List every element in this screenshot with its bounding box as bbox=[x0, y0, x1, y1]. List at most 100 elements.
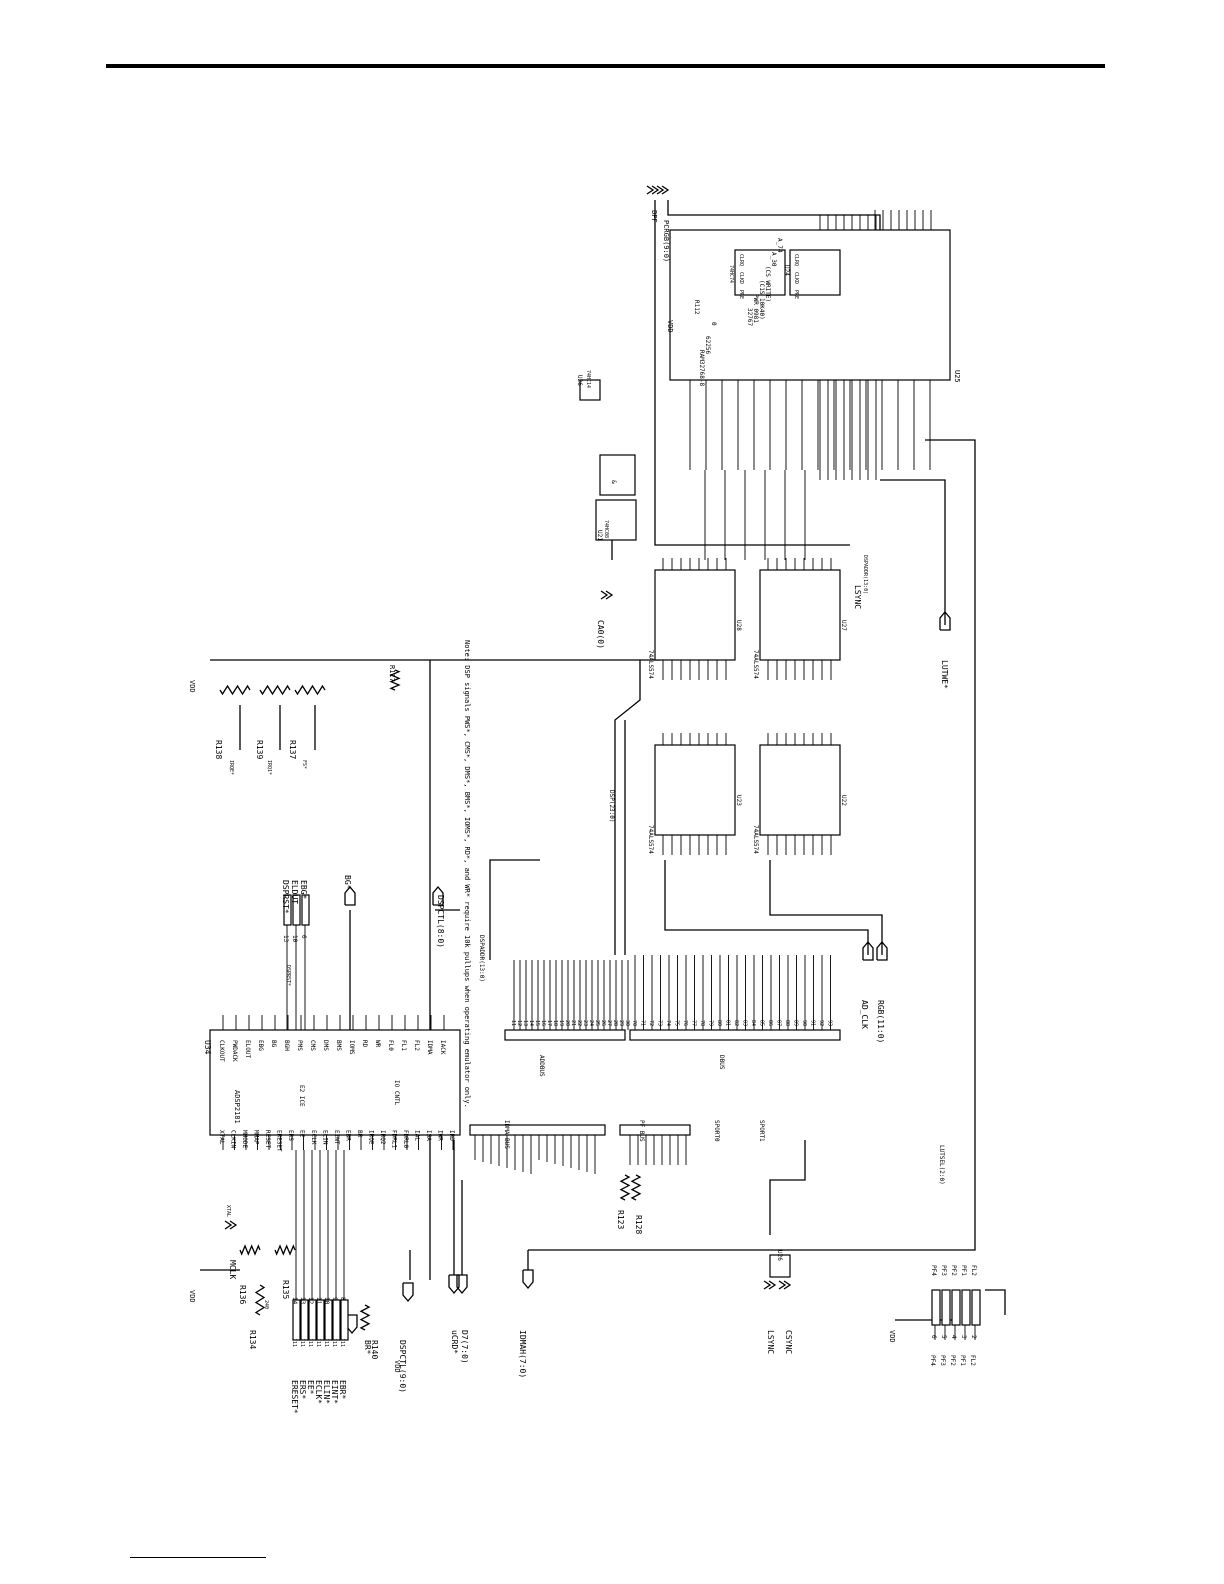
addr-pin: 25 bbox=[594, 1020, 600, 1026]
idmah-return bbox=[528, 439, 976, 1251]
sram-text: PWR 0981 bbox=[752, 294, 759, 323]
wire bbox=[769, 1140, 806, 1235]
conn-bottom-label: FL2 bbox=[970, 1265, 977, 1276]
dsp-block-e2ice: E2 ICE bbox=[298, 1085, 305, 1107]
data-pin: 88 bbox=[784, 1020, 790, 1026]
dsp-pin-left: MMAP bbox=[253, 1130, 260, 1145]
dspctl-label: DSPCTL(8:0) bbox=[436, 895, 445, 948]
ff-pin: PRE bbox=[793, 290, 799, 299]
idmah-label: IDMAH(7:0) bbox=[518, 1330, 527, 1378]
conn-bottom-label: PF4 bbox=[929, 1355, 936, 1366]
conn-ref: J11 bbox=[331, 1338, 337, 1347]
ucrd-label: uCRD* bbox=[450, 1330, 459, 1354]
bpf-arrow bbox=[651, 185, 660, 195]
connector-j11-pin bbox=[308, 1299, 317, 1341]
connector-j19-pin bbox=[931, 1289, 941, 1326]
resistor-r138 bbox=[219, 684, 251, 696]
conn-pin: 10 bbox=[291, 935, 298, 943]
data-pin: 82 bbox=[733, 1020, 739, 1026]
wire bbox=[664, 860, 869, 955]
res-value: 240 bbox=[263, 1300, 269, 1309]
irqe-label: IRQE* bbox=[228, 760, 234, 775]
addr-pin: 22 bbox=[576, 1020, 582, 1026]
gate-ref: U26 bbox=[776, 1250, 783, 1261]
res-ref: R117 bbox=[388, 665, 396, 682]
dsp-block-iocntl: IO CNTL bbox=[393, 1080, 400, 1106]
note-text: Note: DSP signals PWS*, CMS*, DMS*, BMS*… bbox=[463, 640, 471, 1108]
data-pin: 80 bbox=[716, 1020, 722, 1026]
res-ref: R138 bbox=[214, 740, 223, 759]
footer-rule bbox=[130, 1557, 266, 1558]
addr-pin: 29 bbox=[618, 1020, 624, 1026]
dsp-pin-right: CMS bbox=[309, 1040, 316, 1051]
sram-ref: U25 bbox=[953, 370, 961, 383]
data-pin: 86 bbox=[767, 1020, 773, 1026]
dsp-pin-right: BMS bbox=[335, 1040, 342, 1051]
rgb-label: RGB(11:0) bbox=[876, 1000, 885, 1043]
data-pin: 75 bbox=[674, 1020, 680, 1026]
conn-pin: 4 bbox=[950, 1335, 957, 1339]
resistor-r136 bbox=[239, 1244, 261, 1256]
conn-pin: 11 bbox=[315, 1297, 322, 1305]
dspctl9-label: DSPCTL(9:0) bbox=[398, 1340, 407, 1393]
conn-top-label: DSPRST* bbox=[281, 880, 290, 914]
pcrgb-arrow bbox=[661, 185, 670, 195]
conn-bottom-label: PF1 bbox=[960, 1265, 967, 1276]
addr-pin: 19 bbox=[558, 1020, 564, 1026]
data-pin: 87 bbox=[776, 1020, 782, 1026]
data-pin: 73 bbox=[657, 1020, 663, 1026]
gate-ref: U21 bbox=[596, 530, 603, 541]
addr-pin: 26 bbox=[600, 1020, 606, 1026]
mclk-arrow bbox=[229, 1220, 238, 1230]
vdd-label: VDD bbox=[888, 1330, 896, 1343]
conn-pin: 6 bbox=[300, 935, 307, 939]
connector-j11-pin bbox=[300, 1299, 309, 1341]
ff-u24a bbox=[734, 249, 786, 296]
conn-left-label: EINT* bbox=[330, 1380, 339, 1404]
dsp-pin-right: ELOUT bbox=[244, 1040, 251, 1058]
data-pin: 83 bbox=[742, 1020, 748, 1026]
ff-pin: Q bbox=[793, 263, 799, 266]
dspctl-flag bbox=[432, 885, 444, 906]
parts-layer bbox=[209, 229, 981, 1341]
dsp-pin-left: IAL bbox=[414, 1130, 421, 1141]
dsp-pin-right: BG bbox=[270, 1040, 277, 1048]
gate-u21b bbox=[599, 454, 636, 496]
addr-pin: 30 bbox=[624, 1020, 630, 1026]
gate-part: 74HC14 bbox=[585, 370, 591, 388]
dsp-pin-right: DMS bbox=[322, 1040, 329, 1051]
sram-text: A_74 bbox=[776, 238, 783, 253]
ff-part: 74HC74 bbox=[728, 265, 734, 283]
irq2-label: IRQ1* bbox=[266, 760, 272, 775]
dsp-pin-left: MMODE bbox=[241, 1130, 248, 1148]
addr-pin: 27 bbox=[606, 1020, 612, 1026]
idma-bus-block bbox=[469, 1124, 606, 1136]
connector-j11-pin bbox=[292, 1299, 301, 1341]
conn-left-label: ELIN* bbox=[322, 1380, 331, 1404]
latch-ref: U27 bbox=[840, 620, 847, 631]
dsp-pin-left: IWR bbox=[437, 1130, 444, 1141]
dsp-pin-left: ERESET bbox=[276, 1130, 283, 1152]
dsp-u34 bbox=[209, 1029, 461, 1136]
conn-bottom-label: PF2 bbox=[950, 1265, 957, 1276]
pcrgb-label: PCRGB(9:0) bbox=[662, 220, 670, 262]
dsp-pin-right: PWDACK bbox=[231, 1040, 238, 1062]
conn-pin: 8 bbox=[339, 1297, 346, 1301]
connector-top-pin bbox=[292, 894, 301, 926]
header-rule bbox=[106, 64, 1105, 68]
conn-bottom-label: PF3 bbox=[939, 1355, 946, 1366]
connector-j11-pin bbox=[316, 1299, 325, 1341]
dspaddr-label: DSPADDR(13:0) bbox=[478, 935, 485, 982]
latch-u27 bbox=[759, 569, 841, 661]
sram-text: A_30 bbox=[770, 252, 777, 267]
conn-left-label: ECLK* bbox=[314, 1380, 323, 1404]
dsp-pin-left: IRQE bbox=[368, 1130, 375, 1145]
ff-ref: U24 bbox=[783, 265, 790, 276]
latch-ref: U28 bbox=[735, 620, 742, 631]
dsp-pin-right: PMS bbox=[296, 1040, 303, 1051]
addbus-label: ADDBUS bbox=[538, 1055, 545, 1077]
conn-bottom-label: PF3 bbox=[940, 1265, 947, 1276]
connector-j11-pin bbox=[340, 1299, 349, 1341]
res-ref: R135 bbox=[281, 1280, 290, 1299]
resistor-r135 bbox=[274, 1244, 296, 1256]
